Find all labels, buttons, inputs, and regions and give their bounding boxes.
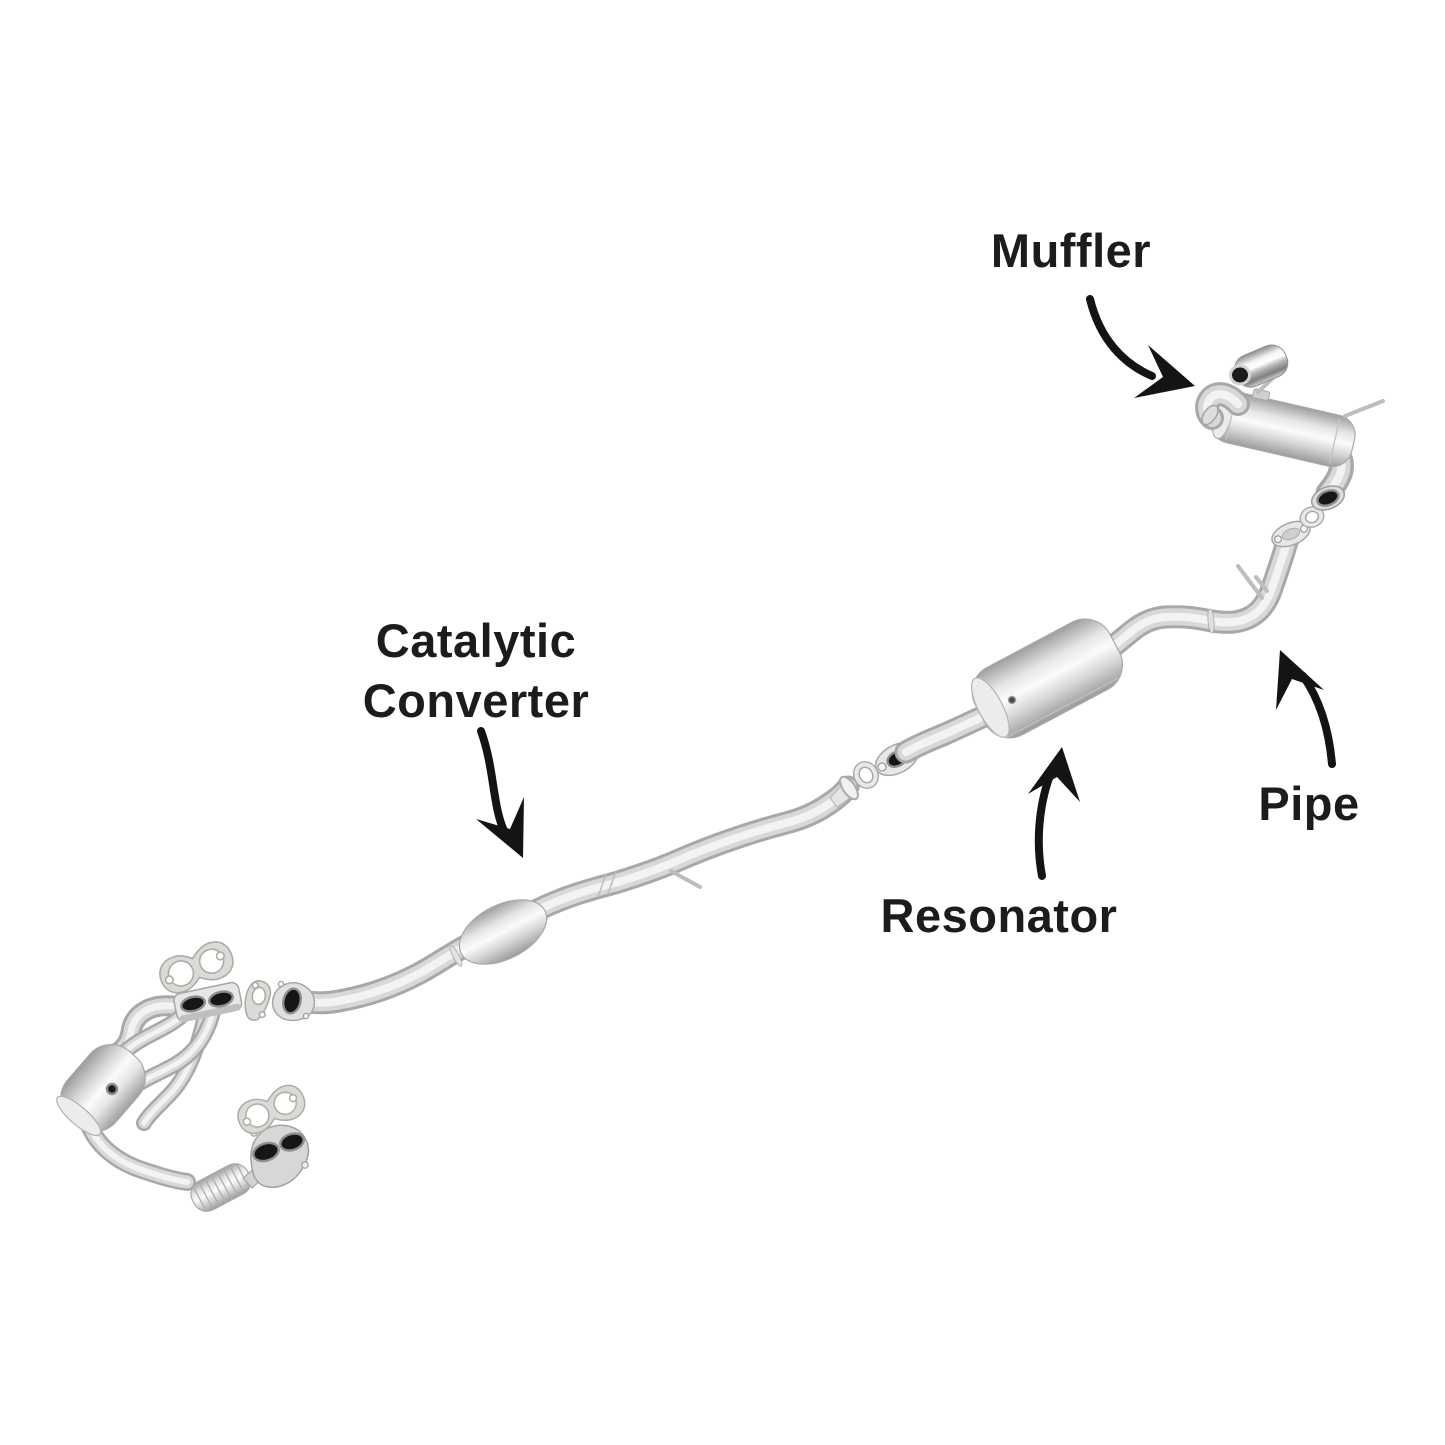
resonator-assembly [906, 520, 1311, 752]
exhaust-tip [1229, 344, 1289, 388]
exhaust-port [180, 995, 206, 1013]
collector-flange [250, 1124, 310, 1188]
catalytic-converter-arrow [476, 727, 524, 858]
hanger-rod [1236, 564, 1264, 600]
hanger-rod [669, 869, 702, 889]
hanger-rod [1254, 575, 1269, 593]
header-catalytic-assembly [56, 941, 310, 1212]
muffler-assembly [1199, 376, 1385, 511]
drain-plug [1007, 695, 1017, 705]
muffler-inlet-flange [1310, 485, 1346, 511]
label-pipe: Pipe [1258, 777, 1360, 830]
o2-sensor-port [105, 1082, 119, 1096]
pipe-inlet-flange [271, 980, 316, 1022]
label-muffler: Muffler [990, 224, 1152, 277]
catalytic-converter-pipe [271, 774, 862, 1022]
exhaust-port [208, 990, 234, 1008]
manifold-gasket [237, 1084, 306, 1135]
label-resonator: Resonator [880, 889, 1118, 942]
label-catalytic-converter: Catalytic Converter [363, 611, 590, 731]
resonator-arrow [1028, 747, 1080, 880]
ring-gasket [1299, 505, 1325, 529]
flex-pipe [190, 1163, 252, 1212]
ring-gasket [852, 761, 880, 789]
pipe-arrow [1276, 650, 1336, 768]
catalytic-converter-body [56, 1043, 146, 1137]
muffler-inlet-opening [1201, 404, 1219, 426]
label-catalytic-converter-line2: Converter [362, 674, 590, 727]
hanger-rod [1343, 399, 1385, 418]
resonator-body [971, 618, 1124, 739]
pipe-outlet-flare [829, 775, 859, 808]
catalytic-converter-bulge [458, 899, 548, 965]
donut-gasket [244, 980, 272, 1021]
label-catalytic-converter-line1: Catalytic [375, 614, 577, 667]
muffler-arrow [1086, 295, 1195, 398]
manifold-gasket [159, 941, 234, 994]
